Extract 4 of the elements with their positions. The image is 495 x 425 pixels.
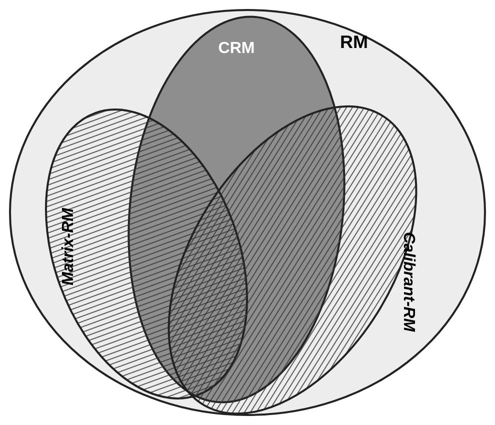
set-label: Matrix-RM [60,208,78,286]
set-label: RM [340,32,368,53]
set-label: CRM [218,40,255,58]
set-label: Calibrant-RM [399,232,417,332]
